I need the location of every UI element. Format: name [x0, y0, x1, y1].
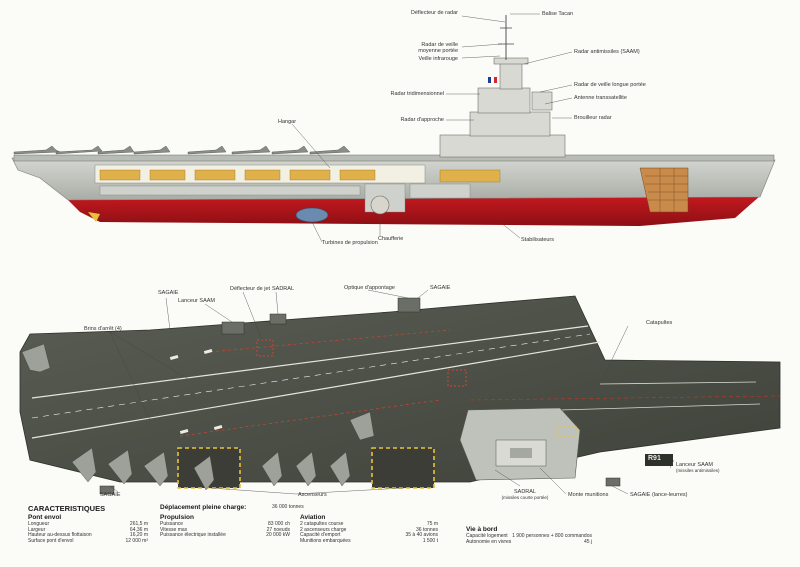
label-lanceur-saam: Lanceur SAAM	[178, 298, 215, 304]
label-hangar: Hangar	[278, 119, 297, 125]
pont-row-label: Longueur	[28, 521, 50, 527]
label-optique: Optique d'appontage	[344, 285, 395, 291]
turbine	[295, 207, 329, 223]
label-sagaie-1: SAGAIE	[158, 290, 179, 296]
label-lanceur-saam-right-note: (missiles antimissiles)	[676, 468, 720, 473]
pont-row-value: 64,36 m	[129, 526, 148, 533]
deck-aircraft-top	[21, 343, 375, 491]
label-radar-tridim: Radar tridimensionnel	[390, 91, 445, 97]
label-radar-longue: Radar de veille longue portée	[574, 82, 646, 88]
label-deflecteur-jet: Déflecteur de jet	[230, 286, 271, 292]
vie-row-value: 45 j	[583, 538, 592, 545]
aviation-row-value: 35 à 40 avions	[405, 532, 438, 539]
flight-deck-edge	[13, 154, 775, 162]
hull-number: R91	[648, 455, 661, 462]
label-sagaie-top-right: SAGAIE	[430, 285, 451, 291]
specs-title: CARACTERISTIQUES	[28, 504, 106, 513]
label-brins: Brins d'arrêt (4)	[84, 326, 122, 332]
label-brouilleur: Brouilleur radar	[574, 115, 612, 121]
deck-leaders	[109, 289, 675, 495]
label-sadral-bottom: SADRAL	[513, 489, 536, 495]
label-radar-approche: Radar d'approche	[400, 117, 444, 123]
label-stabilisateurs: Stabilisateurs	[521, 237, 555, 243]
propulsion-heading: Propulsion	[160, 514, 194, 521]
propulsion-row-label: Puissance électrique installée	[160, 532, 226, 539]
label-antenne: Antenne transsatellite	[574, 95, 627, 101]
side-profile	[11, 15, 776, 226]
pont-row-label: Surface pont d'envol	[28, 537, 74, 544]
propulsion-row-label: Puissance	[160, 521, 184, 527]
label-sadral-top: SADRAL	[272, 286, 295, 292]
hull-underwater	[68, 196, 760, 226]
island	[439, 57, 566, 158]
profile-leaders	[291, 13, 573, 243]
label-radar-veille-moy-2: moyenne portée	[418, 48, 458, 54]
aviation-heading: Aviation	[300, 514, 326, 521]
label-lanceur-saam-right: Lanceur SAAM	[676, 462, 713, 468]
pont-row-value: 261,5 m	[129, 521, 148, 527]
propulsion-row-value: 83 000 ch	[268, 521, 290, 527]
boiler	[370, 195, 390, 215]
flight-deck	[19, 295, 781, 483]
aviation-row-label: Munitions embarquées	[300, 537, 351, 544]
vie-heading: Vie à bord	[466, 526, 498, 533]
label-radar-veille-moy-1: Radar de veille	[421, 42, 458, 48]
label-sagaie-bottom-right: SAGAIE (lance-leurres)	[630, 492, 688, 498]
label-radar-antimissiles: Radar antimissiles (SAAM)	[574, 49, 640, 55]
label-sadral-bottom-note: (missiles courte portée)	[501, 495, 549, 500]
pont-row-label: Hauteur au-dessus flottaison	[28, 532, 92, 539]
label-ascenseurs: Ascenseurs	[298, 492, 327, 498]
propulsion-row-value: 20 000 kW	[266, 532, 290, 539]
propulsion-row-label: Vitesse max	[160, 526, 188, 533]
label-tacan: Balise Tacan	[542, 11, 574, 17]
vie-row-label: Autonomie en vivres	[466, 538, 512, 545]
deck-plan	[19, 295, 781, 495]
vie-row-label: Capacité logement	[466, 533, 508, 539]
deplacement-value: 36 000 tonnes	[272, 504, 304, 510]
label-monte-munitions: Monte munitions	[568, 492, 609, 498]
label-sagaie-bottom-left: SAGAIE	[100, 492, 121, 498]
deplacement-label: Déplacement pleine charge:	[160, 504, 247, 511]
specifications-panel: CARACTERISTIQUES Pont envol Longueur 261,…	[0, 500, 800, 562]
label-deflector: Déflecteur de radar	[410, 10, 458, 16]
aviation-row-label: 2 catapultes course	[300, 521, 344, 527]
vie-row-value: 1 900 personnes + 800 commandos	[512, 533, 592, 539]
aviation-row-value: 75 m	[426, 521, 438, 527]
deck-aircraft-side	[13, 145, 351, 155]
pont-row-value: 16,20 m	[129, 532, 148, 539]
pont-heading: Pont envol	[28, 514, 62, 521]
bow-cutaway	[639, 167, 689, 213]
label-catapultes: Catapultes	[646, 320, 673, 326]
aviation-row-value: 36 tonnes	[416, 526, 438, 533]
aviation-row-value: 1 500 t	[422, 537, 438, 544]
pont-row-value: 12 000 m²	[125, 537, 148, 544]
aviation-row-label: 2 ascenseurs charge	[300, 526, 347, 533]
propulsion-row-value: 27 noeuds	[266, 526, 290, 533]
label-veille-infrarouge: Veille infrarouge	[418, 56, 458, 62]
pont-row-label: Largeur	[28, 526, 46, 533]
label-chaufferie: Chaufferie	[378, 236, 404, 242]
aviation-row-label: Capacité d'emport	[300, 532, 341, 539]
label-turbines: Turbines de propulsion	[322, 240, 378, 246]
